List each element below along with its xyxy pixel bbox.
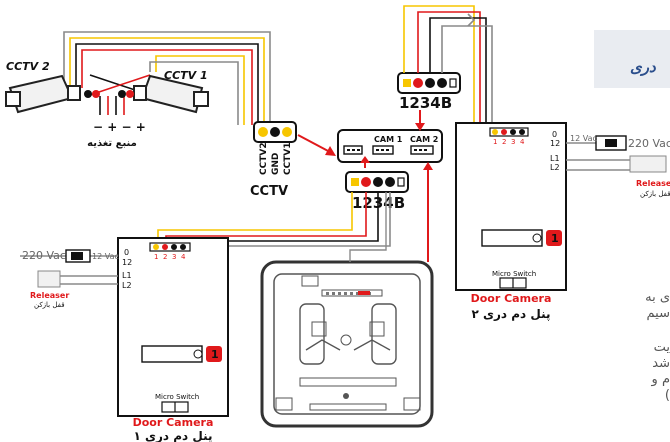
p2-term-12: 12	[550, 139, 560, 148]
cam1-dot-black	[118, 90, 126, 98]
wire-yellow	[69, 37, 265, 125]
p1-pin-3: 3	[172, 253, 176, 261]
door-panel-2-terms: 0 12 L1 L2	[550, 130, 560, 172]
p1-pin-1: 1	[154, 253, 158, 261]
indoor-monitor	[260, 260, 434, 428]
wire-red	[81, 49, 253, 125]
arrow-head-cctv	[325, 146, 336, 156]
p1-term-0: 0	[124, 248, 129, 257]
side-text-line-4: شد	[652, 356, 670, 371]
cctv-section-label: CCTV	[250, 184, 288, 199]
arrow-head-monitor	[423, 162, 433, 170]
cctv-2-camera	[5, 74, 100, 114]
p1-term-12: 12	[122, 258, 132, 267]
p1-term-l2: L2	[122, 281, 132, 290]
cam1-dot-red	[126, 90, 134, 98]
p1-releaser-fa: قفل بازکن	[34, 301, 65, 309]
cctv-pin-yellow-2	[282, 127, 292, 137]
p2-pin-4: 4	[520, 138, 525, 146]
door-panel-1-terms: 0 12 L1 L2	[122, 248, 132, 290]
p1-pin-2: 2	[163, 253, 167, 261]
side-text-line-5: م و	[651, 372, 670, 387]
wire-gray-2	[149, 61, 239, 125]
p1-releaser: Releaser	[30, 291, 69, 300]
cctv-pin-black	[270, 127, 280, 137]
side-text-line-6: )	[664, 388, 670, 403]
p2-pin-3: 3	[511, 138, 515, 146]
cross-wire-2	[89, 74, 151, 96]
side-text-line-1: ی به	[645, 290, 670, 305]
p2-releaser-fa: قفل بازکن	[640, 190, 670, 198]
cctv-pin-yellow-1	[258, 127, 268, 137]
p1-button-number: 1	[211, 348, 219, 361]
p1-title-fa: پنل دم دری ۱	[134, 429, 213, 442]
p2-micro-switch: Micro Switch	[492, 270, 536, 278]
door-panel-2-pins: 1 2 3 4	[493, 138, 525, 146]
plug-top	[397, 72, 461, 94]
monitor-wire	[349, 192, 387, 262]
p2-term-0: 0	[552, 130, 557, 139]
power-supply-label: منبع تغذیه	[87, 138, 137, 149]
cctv-1-label: CCTV 1	[164, 69, 208, 82]
cctv-1-camera	[118, 74, 209, 114]
p1-pin-4: 4	[181, 253, 186, 261]
arrow-cctv-to-hub	[297, 134, 331, 153]
cctv-connector	[253, 121, 297, 143]
arrow-head-plug-bottom	[360, 156, 370, 163]
wire-gray	[63, 31, 271, 125]
p2-releaser: Releaser	[636, 179, 670, 188]
cctv-wires	[63, 31, 271, 125]
p1-ac-label: 220 Vac	[22, 249, 66, 262]
p2-door-camera: Door Camera	[471, 292, 552, 305]
p2-button-number: 1	[551, 232, 559, 245]
side-text-line-2: سیم	[646, 306, 670, 321]
p2-pin-2: 2	[502, 138, 506, 146]
header-banner	[594, 30, 670, 88]
cctv-2-label: CCTV 2	[6, 60, 50, 73]
p2-pin-1: 1	[493, 138, 497, 146]
wire-yellow-2	[155, 55, 245, 125]
p2-supply	[566, 135, 667, 173]
hub-cam1-label: CAM 1	[374, 135, 403, 144]
hub-cam2-label: CAM 2	[410, 135, 438, 144]
cctv-conn-label-3: CCTV1	[283, 142, 293, 175]
p1-supply	[20, 249, 118, 288]
plug-bottom	[345, 171, 409, 193]
side-text-line-3: یت	[653, 340, 670, 355]
arrow-head-plug-top	[415, 123, 425, 131]
p1-door-camera: Door Camera	[133, 416, 214, 429]
p2-dc-label: 12 Vac	[570, 134, 597, 143]
wire-black	[75, 43, 259, 125]
plug-top-label: 1234B	[399, 94, 452, 112]
hub-board	[337, 129, 443, 163]
p2-term-l1: L1	[550, 154, 560, 163]
cctv-connector-labels: CCTV2 GND CCTV1	[259, 142, 293, 175]
cctv-conn-label-2: GND	[271, 153, 281, 175]
cam2-dot-black	[84, 90, 92, 98]
cctv-conn-label-1: CCTV2	[259, 142, 269, 175]
p1-micro-switch: Micro Switch	[155, 393, 199, 401]
p2-term-l2: L2	[550, 163, 560, 172]
power-signs: − + − +	[93, 120, 146, 134]
door-panel-1-pins: 1 2 3 4	[154, 253, 186, 261]
door-panel-2	[455, 122, 567, 291]
door-panel-1	[117, 237, 229, 417]
cam2-dot-red	[92, 90, 100, 98]
p1-term-l1: L1	[122, 271, 132, 280]
p2-title-fa: پنل دم دری ۲	[472, 307, 551, 322]
header-fragment: دری	[630, 58, 657, 76]
p2-ac-label: 220 Vac	[628, 137, 670, 150]
right-panel-wires	[403, 5, 493, 128]
p1-dc-label: 12 Vac	[92, 252, 119, 261]
